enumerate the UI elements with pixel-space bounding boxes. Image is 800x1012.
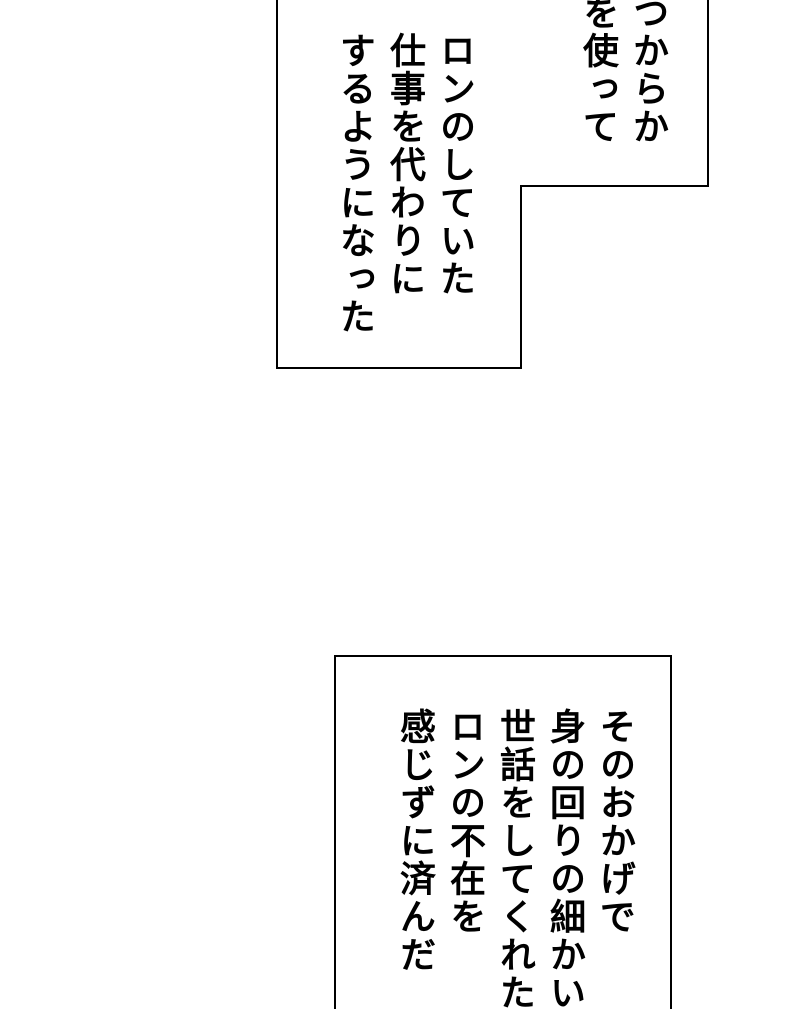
- top-caption-box-outline: [276, 0, 709, 369]
- bottom-box-text: そのおかげで 身の回りの細かい 世話をしてくれた ロンの不在を 感じずに済んだ: [382, 708, 635, 1012]
- text-column: つからか: [627, 0, 668, 146]
- text-column: ロンのしていた: [434, 32, 475, 298]
- text-column: 仕事を代わりに: [384, 32, 425, 298]
- text-column: 身の回りの細かい: [544, 708, 585, 1012]
- top-box-text: ロンのしていた 仕事を代わりに するようになった: [322, 32, 475, 336]
- text-column: そのおかげで: [594, 708, 635, 936]
- text-column: ロンの不在を: [444, 708, 485, 936]
- top-box-partial-text: つからか を使って: [565, 0, 668, 146]
- text-column: を使って: [577, 0, 618, 146]
- text-column: 感じずに済んだ: [394, 708, 435, 974]
- text-column: するようになった: [334, 32, 375, 336]
- text-column: 世話をしてくれた: [494, 708, 535, 1012]
- bottom-caption-box-outline: [334, 655, 672, 1009]
